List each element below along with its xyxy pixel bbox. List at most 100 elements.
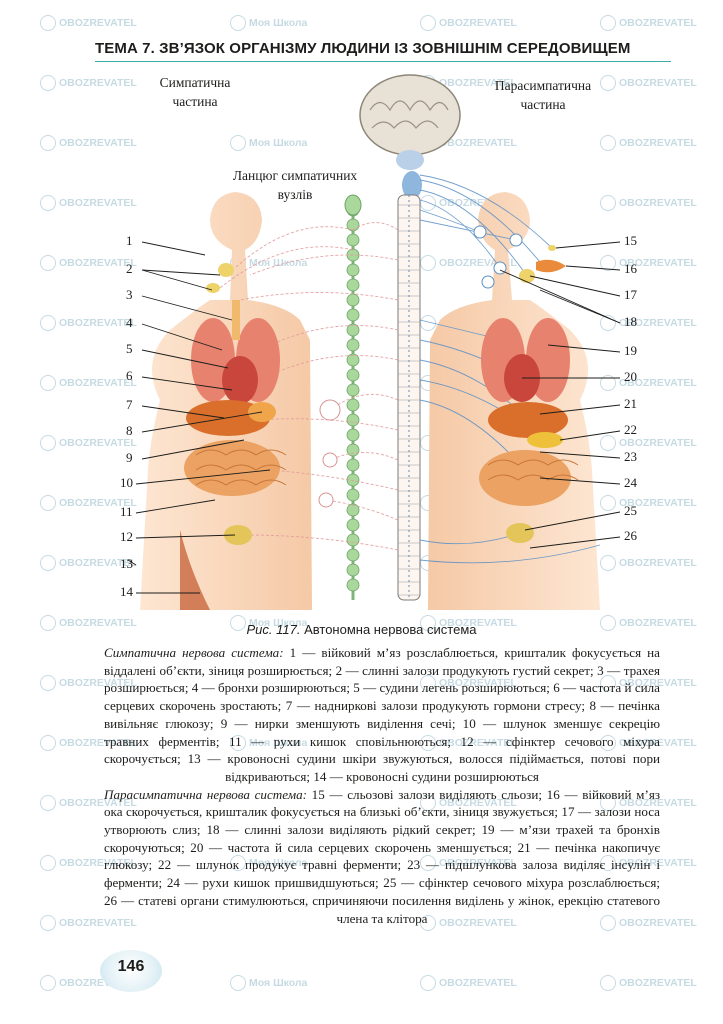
watermark-mark: Моя Школа bbox=[230, 735, 307, 751]
callout-number-16: 16 bbox=[624, 261, 637, 276]
watermark-mark: OBOZREVATEL bbox=[40, 15, 137, 31]
callout-line-16 bbox=[565, 265, 621, 271]
callout-number-19: 19 bbox=[624, 343, 637, 358]
figure-caption: Рис. 117. Автономна нервова система bbox=[0, 622, 723, 637]
callout-line-2 bbox=[141, 269, 221, 276]
page-number: 146 bbox=[100, 950, 162, 992]
watermark-mark: OBOZREVATEL bbox=[600, 375, 697, 391]
callout-line-24 bbox=[539, 477, 621, 485]
watermark-mark: OBOZREVATEL bbox=[40, 315, 137, 331]
callout-line-10 bbox=[135, 469, 271, 485]
callout-number-26: 26 bbox=[624, 528, 637, 543]
callout-number-17: 17 bbox=[624, 287, 637, 302]
callout-number-1: 1 bbox=[126, 233, 133, 248]
watermark-mark: OBOZREVATEL bbox=[40, 735, 137, 751]
callout-number-23: 23 bbox=[624, 449, 637, 464]
callout-number-20: 20 bbox=[624, 369, 637, 384]
watermark-mark: OBOZREVATEL bbox=[600, 135, 697, 151]
legend-text: Симпатична нервова система: 1 — війковий… bbox=[104, 644, 660, 927]
watermark-mark: OBOZREVATEL bbox=[420, 735, 517, 751]
watermark-mark: OBOZREVATEL bbox=[600, 855, 697, 871]
callout-number-21: 21 bbox=[624, 396, 637, 411]
callout-number-22: 22 bbox=[624, 422, 637, 437]
parasympathetic-label-line1: Парасимпатична bbox=[494, 78, 592, 93]
figure-caption-text: Автономна нервова система bbox=[304, 622, 477, 637]
watermark-mark: OBOZREVATEL bbox=[420, 675, 517, 691]
callout-number-18: 18 bbox=[624, 314, 637, 329]
callout-number-3: 3 bbox=[126, 287, 133, 302]
watermark-mark: Моя Школа bbox=[230, 15, 307, 31]
parasympathetic-body: 15 — сльозові залози виділяють сльози; 1… bbox=[104, 786, 661, 926]
callout-line-18 bbox=[499, 269, 621, 324]
watermark-mark: OBOZREVATEL bbox=[600, 975, 697, 991]
watermark-mark: OBOZREVATEL bbox=[40, 915, 137, 931]
callout-line-12 bbox=[135, 534, 236, 539]
watermark-mark: Моя Школа bbox=[230, 135, 307, 151]
callout-number-11: 11 bbox=[120, 504, 133, 519]
callout-line-13 bbox=[127, 559, 137, 566]
watermark-mark: Моя Школа bbox=[230, 615, 307, 631]
callout-line-19 bbox=[547, 344, 621, 353]
callout-line-5 bbox=[141, 349, 229, 369]
parasympathetic-label-line2: частина bbox=[520, 97, 566, 112]
sympathetic-chain bbox=[344, 194, 362, 600]
header-divider bbox=[95, 61, 671, 62]
sympathetic-paragraph: Симпатична нервова система: 1 — війковий… bbox=[104, 644, 660, 786]
watermark-mark: OBOZREVATEL bbox=[600, 615, 697, 631]
sympathetic-chain-label: Ланцюг симпатичних вузлів bbox=[215, 166, 375, 204]
right-body-silhouette bbox=[428, 192, 600, 610]
watermark-mark: OBOZREVATEL bbox=[600, 915, 697, 931]
parasympathetic-lead: Парасимпатична нервова система: bbox=[104, 786, 307, 802]
watermark-mark: OBOZREVATEL bbox=[420, 615, 517, 631]
watermark-mark: OBOZREVATEL bbox=[420, 15, 517, 31]
sympathetic-label-line2: частина bbox=[172, 94, 218, 109]
chain-label-line1: Ланцюг симпатичних bbox=[232, 168, 358, 183]
callout-number-7: 7 bbox=[126, 397, 133, 412]
callout-line-2b bbox=[141, 269, 213, 291]
watermark-mark: OBOZREVATEL bbox=[420, 975, 517, 991]
watermark-mark: OBOZREVATEL bbox=[600, 555, 697, 571]
callout-line-22 bbox=[559, 430, 621, 441]
callout-line-26 bbox=[529, 536, 621, 549]
watermark-mark: OBOZREVATEL bbox=[600, 675, 697, 691]
callout-number-12: 12 bbox=[120, 529, 133, 544]
callout-line-4 bbox=[141, 323, 223, 351]
brain bbox=[359, 74, 461, 156]
sympathetic-body: 1 — війковий м’яз розслаблюється, кришта… bbox=[104, 645, 660, 784]
watermark-mark: OBOZREVATEL bbox=[600, 495, 697, 511]
callout-number-14: 14 bbox=[120, 584, 133, 599]
callout-number-5: 5 bbox=[126, 341, 133, 356]
autonomic-nervous-system-illustration bbox=[127, 74, 621, 610]
watermark-mark: OBOZREVATEL bbox=[600, 315, 697, 331]
watermark-mark: OBOZREVATEL bbox=[420, 855, 517, 871]
callout-number-24: 24 bbox=[624, 475, 637, 490]
callout-number-13: 13 bbox=[120, 556, 133, 571]
callout-number-4: 4 bbox=[126, 315, 133, 330]
watermark-mark: OBOZREVATEL bbox=[40, 495, 137, 511]
watermark-mark: OBOZREVATEL bbox=[600, 795, 697, 811]
callout-line-21 bbox=[539, 404, 621, 415]
callout-line-7 bbox=[141, 405, 225, 419]
callout-line-17 bbox=[529, 275, 621, 297]
watermark-mark: OBOZREVATEL bbox=[40, 435, 137, 451]
callout-number-8: 8 bbox=[126, 423, 133, 438]
callout-number-2: 2 bbox=[126, 261, 133, 276]
right-organs bbox=[479, 245, 579, 543]
watermark-mark: OBOZREVATEL bbox=[600, 195, 697, 211]
callout-line-3 bbox=[141, 295, 233, 321]
sympathetic-lead: Симпатична нервова система: bbox=[104, 645, 284, 660]
callout-line-1 bbox=[141, 241, 206, 256]
callout-line-11 bbox=[135, 499, 216, 514]
watermark-mark: Моя Школа bbox=[230, 975, 307, 991]
watermark-mark: OBOZREVATEL bbox=[600, 75, 697, 91]
callout-line-25 bbox=[524, 511, 621, 531]
watermark-mark: OBOZREVATEL bbox=[600, 255, 697, 271]
parasympathetic-paragraph: Парасимпатична нервова система: 15 — сль… bbox=[104, 786, 660, 928]
chain-label-line2: вузлів bbox=[277, 187, 313, 202]
callout-line-9 bbox=[141, 439, 245, 460]
watermark-mark: OBOZREVATEL bbox=[40, 855, 137, 871]
callout-number-15: 15 bbox=[624, 233, 637, 248]
callout-line-18b bbox=[539, 289, 621, 324]
watermark-mark: OBOZREVATEL bbox=[420, 915, 517, 931]
watermark-mark: OBOZREVATEL bbox=[40, 75, 137, 91]
